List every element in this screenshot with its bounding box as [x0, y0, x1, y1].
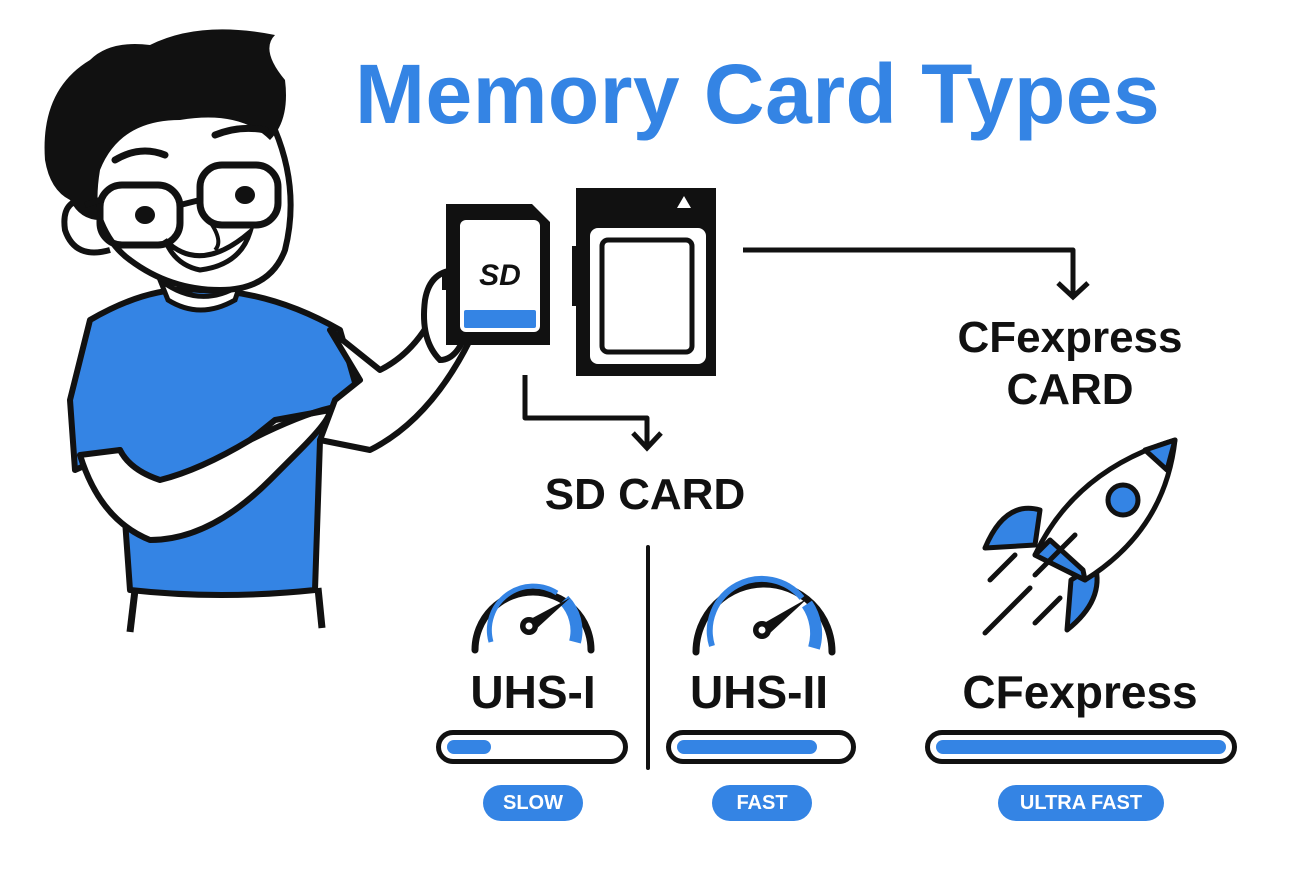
speedometer-icon	[471, 583, 595, 654]
rocket-icon	[982, 437, 1178, 636]
speed-bar-cfexpress	[925, 730, 1237, 764]
arrow-to-cfexpress-label	[743, 247, 1090, 301]
character-illustration	[44, 29, 474, 633]
speed-bar-fill	[936, 740, 1226, 754]
cfexpress-card-icon	[572, 188, 716, 376]
badge-fast: FAST	[712, 785, 812, 821]
speed-bar-fill	[677, 740, 817, 754]
badge-ultra-fast: ULTRA FAST	[998, 785, 1164, 821]
speed-bar-uhs-ii	[666, 730, 856, 764]
tier-name-uhs-ii: UHS-II	[690, 666, 828, 718]
sd-card-label: SD CARD	[544, 470, 746, 519]
page-title: Memory Card Types	[355, 47, 1161, 141]
speed-bar-fill	[447, 740, 491, 754]
tier-name-cfexpress: CFexpress	[962, 666, 1198, 718]
cfexpress-label-line2: CARD	[1006, 365, 1134, 414]
cfexpress-label-line1: CFexpress	[957, 313, 1183, 362]
speed-bar-uhs-i	[436, 730, 628, 764]
speedometer-icon	[692, 575, 836, 656]
cfexpress-card-label: CFexpress CARD	[930, 312, 1210, 416]
svg-text:SD: SD	[479, 259, 521, 292]
arrow-to-sd-label	[522, 375, 663, 452]
sd-card-icon: SD	[442, 204, 550, 345]
badge-slow: SLOW	[483, 785, 583, 821]
tier-name-uhs-i: UHS-I	[470, 666, 596, 718]
divider	[646, 545, 650, 770]
